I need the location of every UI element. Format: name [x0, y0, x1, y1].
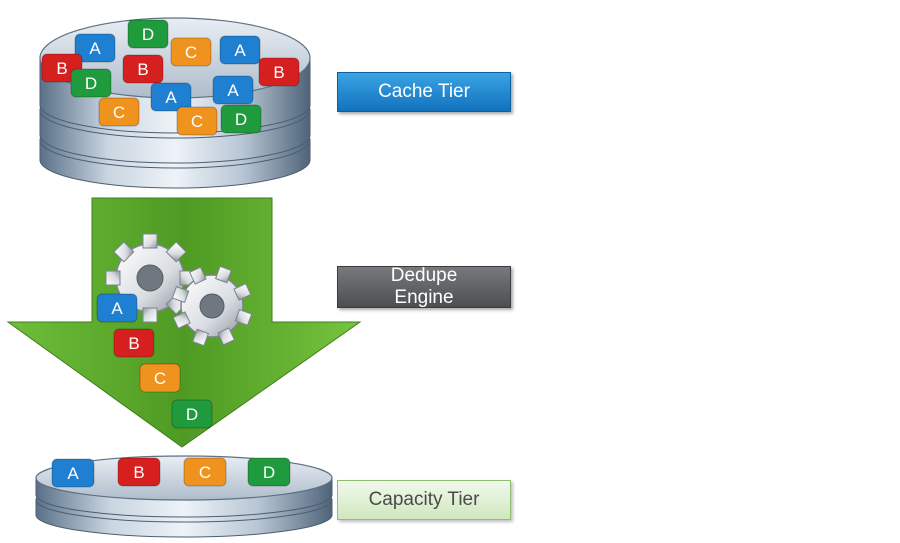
cache-block-tile — [74, 33, 116, 63]
cache-block-c: C — [176, 106, 218, 136]
cache-block-letter: C — [113, 103, 125, 122]
capacity-tier-disk — [35, 455, 333, 538]
capacity-block-tile — [117, 457, 161, 487]
engine-block-letter: B — [128, 334, 139, 353]
cache-block-letter: D — [85, 74, 97, 93]
engine-block-tile — [96, 293, 138, 323]
cache-block-d: D — [220, 104, 262, 134]
capacity-block-tile — [247, 457, 291, 487]
cache-block-tile — [219, 35, 261, 65]
cache-block-letter: B — [273, 63, 284, 82]
engine-block-letter: A — [111, 299, 123, 318]
engine-block-tile — [113, 328, 155, 358]
cache-tier-label: Cache Tier — [337, 72, 511, 112]
cache-block-letter: C — [185, 43, 197, 62]
cache-block-tile — [176, 106, 218, 136]
cache-block-c: C — [98, 97, 140, 127]
cache-block-letter: A — [165, 88, 177, 107]
capacity-block-a: A — [51, 458, 95, 488]
cache-block-d: D — [70, 68, 112, 98]
cache-block-letter: C — [191, 112, 203, 131]
capacity-block-d: D — [247, 457, 291, 487]
cache-block-b: B — [258, 57, 300, 87]
cache-block-a: A — [150, 82, 192, 112]
cache-block-tile — [127, 19, 169, 49]
capacity-block-letter: C — [199, 463, 211, 482]
cache-block-a: A — [212, 75, 254, 105]
cache-block-tile — [98, 97, 140, 127]
capacity-block-tile — [51, 458, 95, 488]
capacity-tier-label: Capacity Tier — [337, 480, 511, 520]
capacity-block-letter: A — [67, 464, 79, 483]
engine-block-tile — [139, 363, 181, 393]
cache-block-tile — [170, 37, 212, 67]
cache-block-tile — [122, 54, 164, 84]
cache-block-letter: D — [142, 25, 154, 44]
cache-block-letter: A — [89, 39, 101, 58]
engine-block-c: C — [139, 363, 181, 393]
cache-block-letter: B — [137, 60, 148, 79]
dedupe-engine-label: Dedupe Engine — [337, 265, 511, 308]
cache-block-a: A — [219, 35, 261, 65]
cache-block-tile — [258, 57, 300, 87]
cache-block-tile — [220, 104, 262, 134]
engine-block-tile — [171, 399, 213, 429]
capacity-block-tile — [183, 457, 227, 487]
cache-block-d: D — [127, 19, 169, 49]
cache-block-letter: A — [234, 41, 246, 60]
capacity-block-c: C — [183, 457, 227, 487]
cache-block-tile — [150, 82, 192, 112]
engine-block-b: B — [113, 328, 155, 358]
capacity-block-b: B — [117, 457, 161, 487]
capacity-block-letter: B — [133, 463, 144, 482]
engine-block-letter: C — [154, 369, 166, 388]
cache-block-c: C — [170, 37, 212, 67]
capacity-block-letter: D — [263, 463, 275, 482]
engine-block-letter: D — [186, 405, 198, 424]
cache-block-tile — [70, 68, 112, 98]
engine-block-d: D — [171, 399, 213, 429]
cache-block-tile — [212, 75, 254, 105]
cache-block-letter: B — [56, 59, 67, 78]
cache-block-letter: A — [227, 81, 239, 100]
cache-block-letter: D — [235, 110, 247, 129]
cache-block-b: B — [122, 54, 164, 84]
engine-block-a: A — [96, 293, 138, 323]
cache-block-a: A — [74, 33, 116, 63]
